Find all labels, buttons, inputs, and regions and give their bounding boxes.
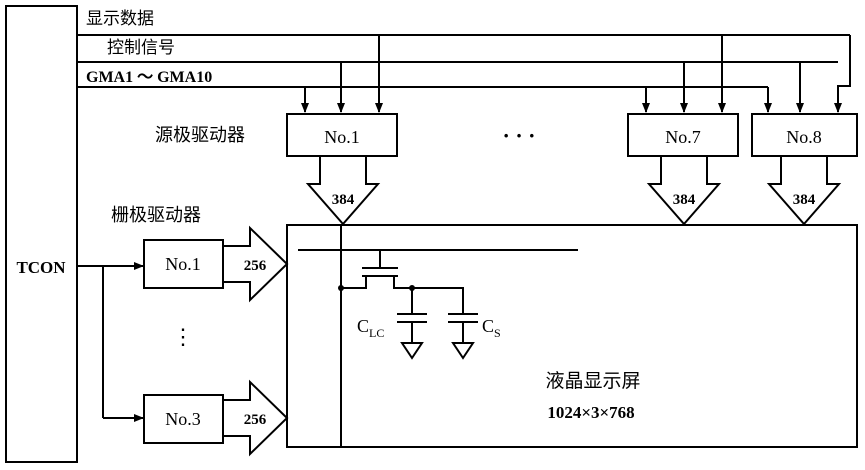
source-driver-title: 源极驱动器 <box>155 125 245 146</box>
tcon-label: TCON <box>16 258 66 277</box>
gate-trunk-line <box>77 265 104 418</box>
source-bus-no7-count: 384 <box>673 192 696 208</box>
clc-ground-icon <box>400 342 424 360</box>
source-driver-no8 <box>751 113 858 157</box>
source-drop-arrows <box>301 35 851 113</box>
clc-label: CLC <box>357 316 384 340</box>
source-bus-no8-count: 384 <box>793 192 816 208</box>
node-dot-data <box>338 285 344 291</box>
tft-drain-node <box>393 276 464 314</box>
cs-label: CS <box>482 316 501 340</box>
panel-title: 液晶显示屏 <box>545 370 640 392</box>
lcd-panel <box>286 224 858 448</box>
source-driver-no8-label: No.8 <box>786 127 822 147</box>
panel-resolution: 1024×3×768 <box>547 403 634 422</box>
gate-bus-no1-count: 256 <box>244 258 267 274</box>
source-driver-ellipsis: · · · <box>502 123 535 148</box>
gate-bus-arrow-no1 <box>222 225 289 303</box>
gate-driver-no1-label: No.1 <box>165 254 201 274</box>
source-driver-no7 <box>627 113 739 157</box>
source-bus-arrow-no7 <box>646 155 722 226</box>
source-bus-arrow-no8 <box>766 155 842 226</box>
source-bus-no1-count: 384 <box>332 192 355 208</box>
source-driver-no7-label: No.7 <box>665 127 701 147</box>
gate-driver-no3 <box>143 394 224 444</box>
gate-driver-no3-label: No.3 <box>165 409 201 429</box>
control-signal-label: 控制信号 <box>107 38 175 58</box>
source-bus-arrow-no1 <box>305 155 381 226</box>
tcon-block <box>5 5 78 463</box>
gate-driver-title: 栅极驱动器 <box>111 205 201 226</box>
source-driver-no1 <box>286 113 398 157</box>
gate-driver-no1 <box>143 239 224 289</box>
gamma-label: GMA1 ～ GMA10 <box>86 69 212 86</box>
cs-ground-icon <box>451 342 475 360</box>
gate-bus-arrow-no3 <box>222 379 289 457</box>
display-data-label: 显示数据 <box>86 9 154 29</box>
pixel-circuit <box>298 224 578 447</box>
arrow-data-no8 <box>834 35 851 113</box>
source-driver-no1-label: No.1 <box>324 127 360 147</box>
gate-driver-ellipsis: ⋮ <box>172 324 194 349</box>
gate-bus-no3-count: 256 <box>244 412 267 428</box>
tft-source <box>341 276 367 289</box>
